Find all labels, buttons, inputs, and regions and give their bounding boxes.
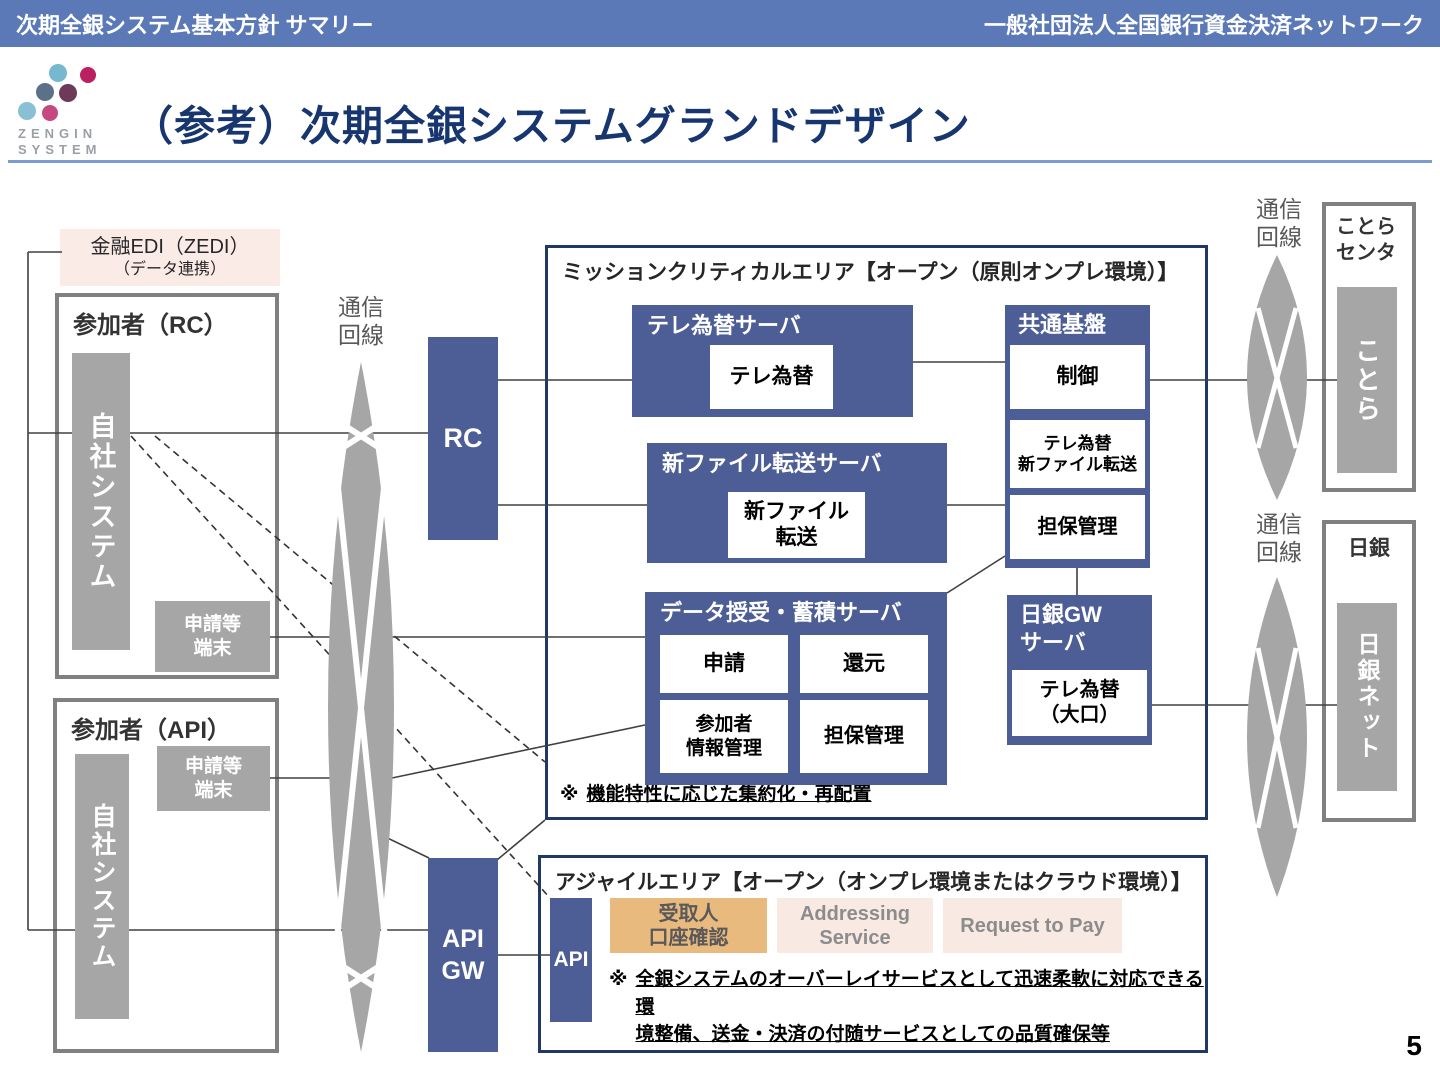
zedi-sublabel: （データ連携） xyxy=(113,261,226,278)
cp-fn-tanpo: 担保管理 xyxy=(1010,495,1145,559)
service-addressing: Addressing Service xyxy=(777,898,933,953)
agile-area: アジャイルエリア【オープン（オンプレ環境またはクラウド環境）】 ※ 全銀システム… xyxy=(538,855,1208,1053)
agile-api-box: API xyxy=(550,898,592,1022)
cp-fn-seigyo: 制御 xyxy=(1010,345,1145,409)
page-number: 5 xyxy=(1406,1030,1422,1061)
logo-text-system: SYSTEM xyxy=(18,142,102,157)
comm-line-label-bottom-right: 通信 回線 xyxy=(1256,511,1302,565)
agile-area-title: アジャイルエリア【オープン（オンプレ環境またはクラウド環境）】 xyxy=(555,871,1192,894)
api-gateway-box: API GW xyxy=(428,858,498,1052)
comm-lens-boj xyxy=(1247,577,1307,897)
note-text: 機能特性に応じた集約化・再配置 xyxy=(586,784,872,806)
header-bar: 次期全銀システム基本方針 サマリー 一般社団法人全国銀行資金決済ネットワーク xyxy=(0,0,1440,47)
data-server-title: データ授受・蓄積サーバ xyxy=(660,600,902,625)
data-fn-sanka-info: 参加者 情報管理 xyxy=(660,700,788,773)
cp-fn-tele-file: テレ為替 新ファイル転送 xyxy=(1010,420,1145,488)
boj-net-bar: 日銀ネット xyxy=(1337,603,1397,791)
note-line2: 境整備、送金・決済の付随サービスとしての品質確保等 xyxy=(635,1024,1110,1046)
note-prefix: ※ xyxy=(560,784,579,806)
api-terminal: 申請等 端末 xyxy=(157,746,270,811)
data-fn-shinsei: 申請 xyxy=(660,635,788,693)
mission-critical-title: ミッションクリティカルエリア【オープン（原則オンプレ環境）】 xyxy=(562,261,1179,284)
comm-line-label-center: 通信 回線 xyxy=(338,294,384,348)
tele-server-title: テレ為替サーバ xyxy=(647,313,801,338)
kotora-center-title: ことら センタ xyxy=(1336,216,1396,264)
boj-title: 日銀 xyxy=(1348,537,1390,560)
rc-terminal: 申請等 端末 xyxy=(155,601,270,672)
common-platform-title: 共通基盤 xyxy=(1018,312,1107,337)
tele-function-box: テレ為替 xyxy=(710,345,833,409)
rc-gateway-box: RC xyxy=(428,337,498,540)
agile-area-note: ※ 全銀システムのオーバーレイサービスとして迅速柔軟に対応できる環 境整備、送金… xyxy=(609,966,1205,1049)
logo-text-zengin: ZENGIN xyxy=(18,126,98,141)
page-title: （参考）次期全銀システムグランドデザイン xyxy=(132,103,971,149)
header-right-title: 一般社団法人全国銀行資金決済ネットワーク xyxy=(983,12,1424,38)
comm-lens-center xyxy=(328,362,394,1052)
boj-gw-title: 日銀GW サーバ xyxy=(1020,602,1102,655)
mission-critical-note: ※ 機能特性に応じた集約化・再配置 xyxy=(560,781,872,809)
comm-lens-kotora xyxy=(1247,255,1307,500)
file-function-box: 新ファイル 転送 xyxy=(728,492,865,558)
title-underline xyxy=(8,160,1432,163)
service-payee-account-check: 受取人 口座確認 xyxy=(610,898,767,953)
note-line1: 全銀システムのオーバーレイサービスとして迅速柔軟に対応できる環 xyxy=(635,969,1204,1018)
zengin-logo-icon xyxy=(18,64,96,121)
zedi-label: 金融EDI（ZEDI） xyxy=(90,236,250,258)
comm-line-label-top-right: 通信 回線 xyxy=(1256,196,1302,250)
service-request-to-pay: Request to Pay xyxy=(943,898,1122,953)
kotora-system-bar: ことら xyxy=(1337,287,1397,473)
data-fn-kangen: 還元 xyxy=(800,635,928,693)
data-fn-tanpo: 担保管理 xyxy=(800,700,928,773)
boj-gw-function-box: テレ為替 （大口） xyxy=(1012,670,1147,736)
file-server-title: 新ファイル転送サーバ xyxy=(662,451,882,476)
zedi-box: 金融EDI（ZEDI） （データ連携） xyxy=(60,229,280,286)
api-own-system: 自社システム xyxy=(75,754,129,1019)
header-left-title: 次期全銀システム基本方針 サマリー xyxy=(16,12,374,38)
rc-own-system: 自社システム xyxy=(72,353,130,650)
participant-api-title: 参加者（API） xyxy=(71,717,232,744)
participant-rc-title: 参加者（RC） xyxy=(73,312,228,339)
note-prefix: ※ xyxy=(609,969,628,990)
